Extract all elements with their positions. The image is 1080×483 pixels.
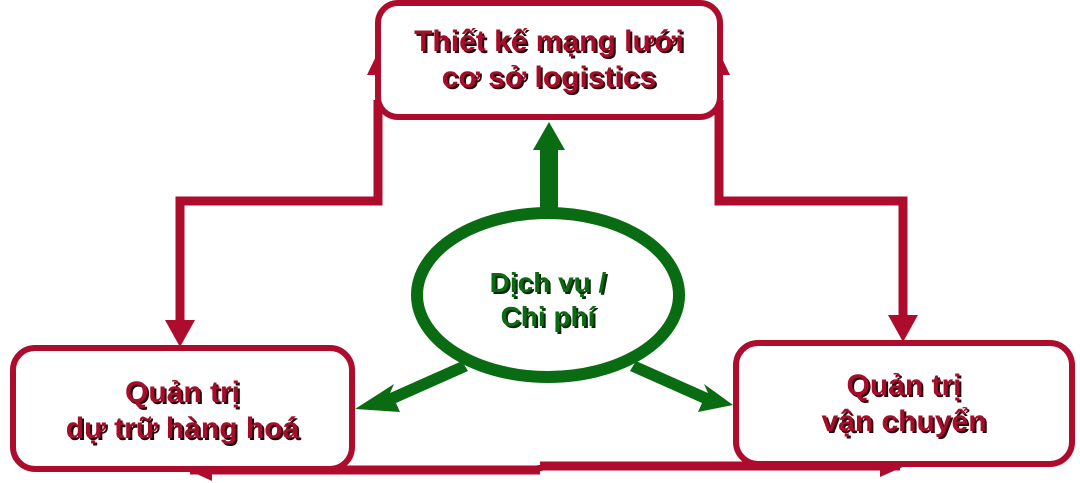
edge-top-to-right — [714, 100, 908, 325]
edge-top-to-left — [175, 100, 383, 330]
green-arrows — [355, 122, 733, 412]
label-service-cost: Dịch vụ / Chi phí — [440, 250, 656, 350]
label-transport-management: Quản trị vận chuyển — [736, 343, 1072, 464]
arrowhead-down-right-box — [888, 315, 918, 342]
label-transport-line1: Quản trị — [846, 368, 962, 402]
ellipse-service-cost[interactable] — [411, 207, 685, 383]
box-inventory-management[interactable] — [10, 345, 355, 472]
label-network-design-line2: cơ sở logistics — [441, 61, 657, 94]
green-arrow-down-right — [630, 361, 733, 412]
label-transport-line2: vận chuyển — [821, 404, 987, 438]
box-network-design[interactable] — [375, 0, 723, 120]
label-inventory-line2: dự trữ hàng hoá — [65, 411, 300, 445]
label-service-cost-line1: Dịch vụ / — [489, 267, 607, 299]
label-inventory-management: Quản trị dự trữ hàng hoá — [13, 350, 352, 471]
label-inventory-line1: Quản trị — [124, 375, 240, 409]
green-arrow-down-left — [355, 361, 468, 412]
box-transport-management[interactable] — [733, 340, 1075, 467]
label-network-design: Thiết kế mạng lưới cơ sở logistics — [378, 3, 720, 117]
arrowhead-down-left-box — [165, 320, 195, 347]
label-network-design-line1: Thiết kế mạng lưới — [414, 25, 684, 58]
boxes — [10, 0, 1075, 472]
label-service-cost-line2: Chi phí — [500, 301, 596, 332]
green-arrow-up — [533, 122, 565, 212]
